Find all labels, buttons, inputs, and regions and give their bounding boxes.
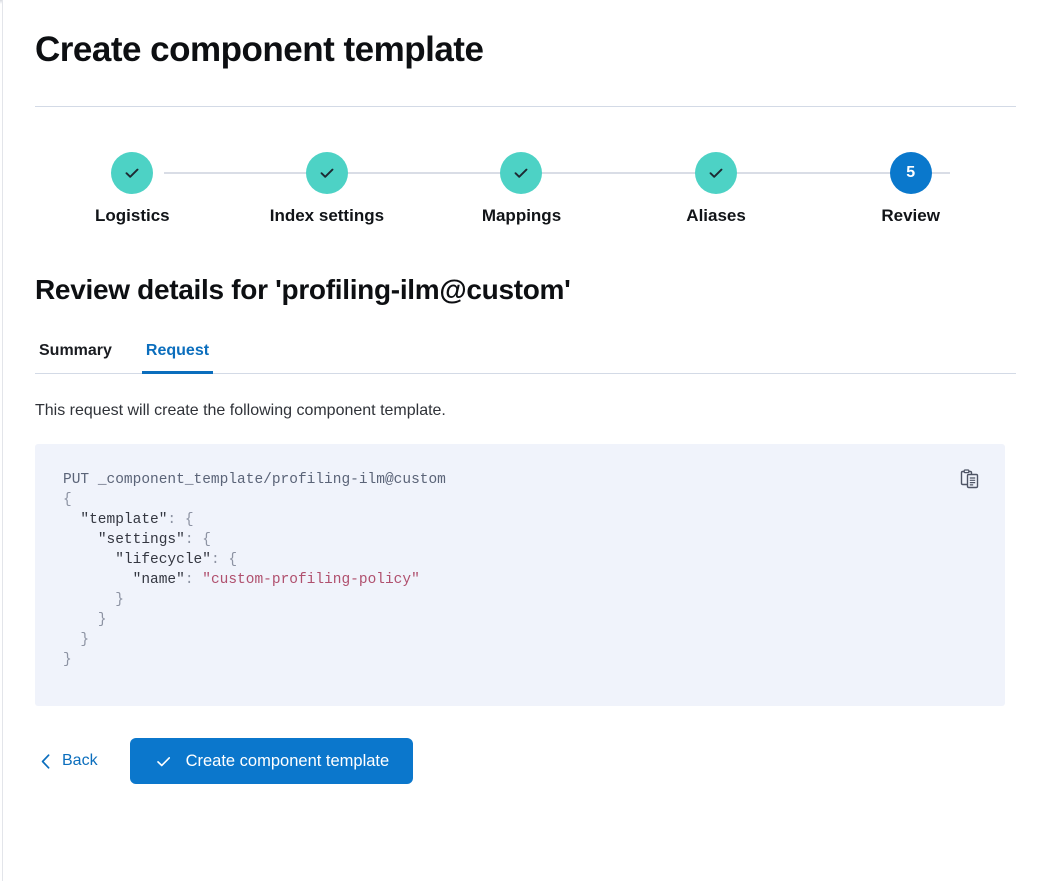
clipboard-copy-icon xyxy=(960,469,979,489)
title-divider xyxy=(35,106,1016,107)
review-section-title: Review details for 'profiling-ilm@custom… xyxy=(35,274,571,305)
tab-summary[interactable]: Summary xyxy=(35,342,116,374)
tab-request[interactable]: Request xyxy=(141,342,214,374)
check-icon xyxy=(515,168,528,178)
check-icon xyxy=(709,168,723,178)
page-title: Create component template xyxy=(35,30,484,69)
step-connector-1-2 xyxy=(164,172,361,174)
lifecycle-policy-name: "custom-profiling-policy" xyxy=(202,572,420,588)
http-method: PUT xyxy=(63,472,90,488)
step-indicator-complete xyxy=(305,152,348,194)
check-icon xyxy=(156,756,170,766)
chevron-left-icon xyxy=(41,753,50,769)
step-label: Logistics xyxy=(94,206,170,225)
wizard-step-mappings[interactable]: Mappings xyxy=(424,152,619,226)
review-tabs: Summary Request xyxy=(35,332,1016,374)
step-connector-3-4 xyxy=(557,172,754,174)
step-indicator-complete xyxy=(111,152,154,194)
back-button-label: Back xyxy=(62,752,98,769)
step-label: Aliases xyxy=(686,206,746,225)
wizard-step-index-settings[interactable]: Index settings xyxy=(230,152,425,226)
request-code-block: PUT _component_template/profiling-ilm@cu… xyxy=(63,472,446,668)
step-connector-2-3 xyxy=(361,172,557,174)
step-indicator-complete xyxy=(695,152,738,194)
check-icon xyxy=(320,168,334,178)
wizard-stepper: Logistics Index settings Mappings xyxy=(35,152,1008,238)
wizard-step-aliases[interactable]: Aliases xyxy=(619,152,814,226)
wizard-step-logistics[interactable]: Logistics xyxy=(35,152,230,226)
step-indicator-complete xyxy=(500,152,543,194)
request-description: This request will create the following c… xyxy=(35,402,446,419)
step-number: 5 xyxy=(906,164,916,181)
content-pane-left-border xyxy=(2,0,3,881)
check-icon xyxy=(125,168,139,178)
request-path: _component_template/profiling-ilm@custom xyxy=(97,472,446,488)
copy-request-button[interactable] xyxy=(957,466,983,492)
step-label: Mappings xyxy=(481,206,562,225)
wizard-step-review[interactable]: 5 Review xyxy=(813,152,1008,226)
step-connector-4-5 xyxy=(754,172,950,174)
create-component-template-page: Create component template Logistics xyxy=(3,0,1040,881)
request-code-panel: PUT _component_template/profiling-ilm@cu… xyxy=(35,444,1005,706)
back-button[interactable]: Back xyxy=(35,746,106,776)
wizard-actions: Back Create component template xyxy=(35,738,1008,784)
step-label: Review xyxy=(881,206,940,225)
create-button-label: Create component template xyxy=(185,751,390,770)
step-label: Index settings xyxy=(269,206,385,225)
create-component-template-button[interactable]: Create component template xyxy=(129,738,414,784)
step-indicator-current: 5 xyxy=(889,152,932,194)
